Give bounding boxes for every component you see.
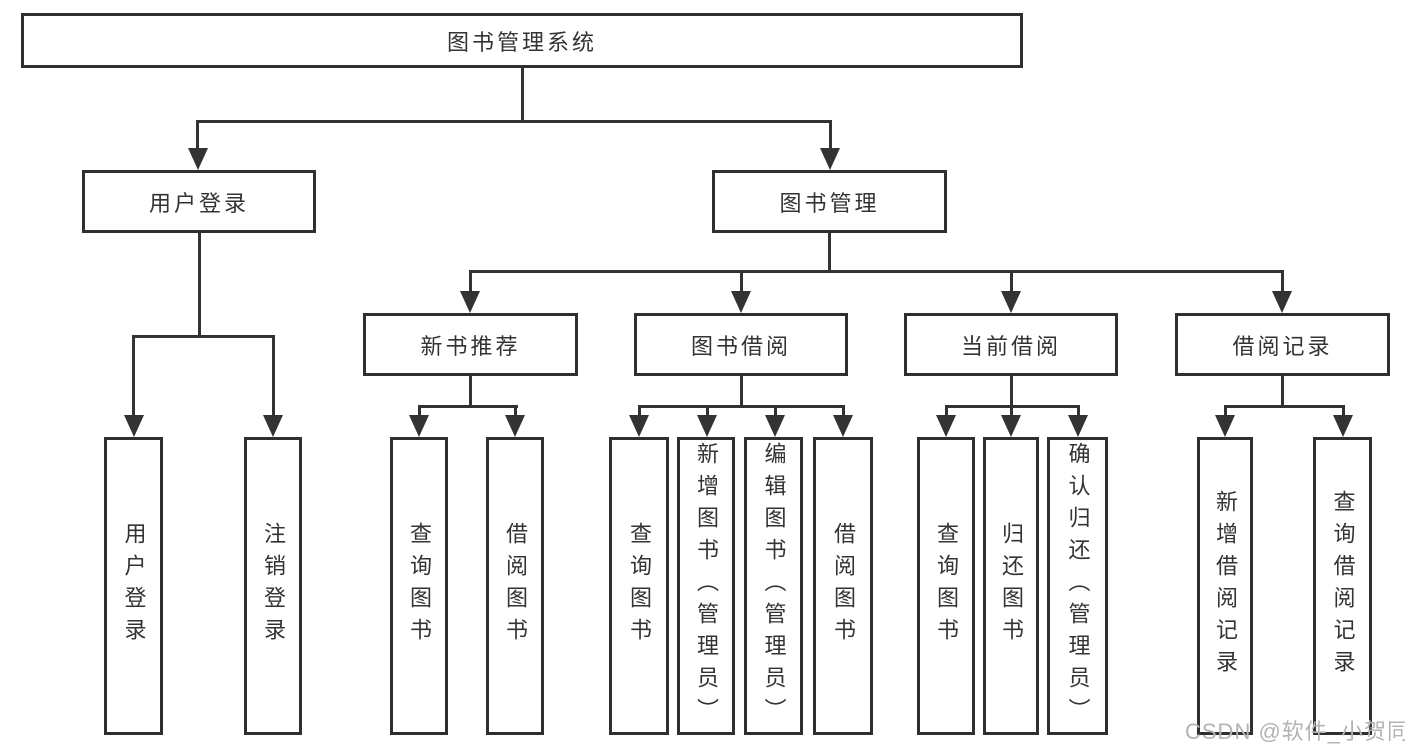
arrowhead-to-query-borrow-record xyxy=(1333,415,1353,437)
node-label: 新增借阅记录 xyxy=(1213,490,1238,682)
node-label: 确认归还（管理员） xyxy=(1065,442,1091,730)
node-label: 借阅图书 xyxy=(503,522,528,650)
node-leaf-borrow-books-1: 借阅图书 xyxy=(486,437,544,735)
node-leaf-edit-books-admin: 编辑图书（管理员） xyxy=(744,437,803,735)
connector-to-query-books-3 xyxy=(945,405,948,417)
arrowhead-to-borrow-books-1 xyxy=(505,415,525,437)
node-label: 图书管理系统 xyxy=(446,29,597,55)
connector-to-login-leaf xyxy=(132,335,135,417)
node-label: 用户登录 xyxy=(121,522,147,650)
connector-to-query-borrow-record xyxy=(1342,405,1345,417)
connector-to-user-login xyxy=(196,120,199,150)
node-book-management: 图书管理 xyxy=(712,170,947,233)
arrowhead-to-login-leaf xyxy=(124,415,144,437)
connector-to-borrow-books-1 xyxy=(514,405,517,417)
connector-to-logout-leaf xyxy=(272,335,275,417)
connector-book-management-trunk xyxy=(828,233,831,272)
node-label: 图书借阅 xyxy=(690,333,791,359)
connector-user-login-trunk xyxy=(198,233,201,337)
node-label: 编辑图书（管理员） xyxy=(761,442,787,730)
connector-book-borrow-bar xyxy=(638,405,845,408)
arrowhead-to-add-books xyxy=(697,415,717,437)
connector-to-confirm-return xyxy=(1077,405,1080,417)
node-label: 查询借阅记录 xyxy=(1330,490,1356,682)
connector-to-borrow-books-2 xyxy=(842,405,845,417)
arrowhead-to-current-borrow xyxy=(1001,291,1021,313)
node-leaf-return-books: 归还图书 xyxy=(983,437,1039,735)
connector-borrow-records-trunk xyxy=(1281,376,1284,407)
node-label: 查询图书 xyxy=(934,522,959,650)
node-label: 新增图书（管理员） xyxy=(694,442,719,730)
node-leaf-add-borrow-record: 新增借阅记录 xyxy=(1197,437,1253,735)
node-leaf-query-borrow-record: 查询借阅记录 xyxy=(1313,437,1372,735)
connector-to-add-borrow-record xyxy=(1224,405,1227,417)
arrowhead-to-add-borrow-record xyxy=(1215,415,1235,437)
node-leaf-logout: 注销登录 xyxy=(244,437,302,735)
connector-root-trunk xyxy=(521,68,524,120)
arrowhead-to-return-books xyxy=(1001,415,1021,437)
connector-borrow-records-bar xyxy=(1224,405,1345,408)
node-leaf-query-books-1: 查询图书 xyxy=(390,437,448,735)
node-leaf-add-books-admin: 新增图书（管理员） xyxy=(677,437,735,735)
connector-to-book-management xyxy=(829,120,832,150)
node-book-borrow: 图书借阅 xyxy=(634,313,848,376)
arrowhead-to-book-management xyxy=(820,148,840,170)
node-new-book-recommend: 新书推荐 xyxy=(363,313,578,376)
connector-new-book-recommend-bar xyxy=(418,405,518,408)
node-label: 借阅图书 xyxy=(831,522,856,650)
arrowhead-to-new-book-recommend xyxy=(460,291,480,313)
arrowhead-to-query-books-1 xyxy=(409,415,429,437)
node-leaf-confirm-return-admin: 确认归还（管理员） xyxy=(1047,437,1108,735)
arrowhead-to-confirm-return xyxy=(1068,415,1088,437)
connector-current-borrow-trunk xyxy=(1010,376,1013,407)
connector-book-borrow-trunk xyxy=(740,376,743,407)
arrowhead-to-query-books-2 xyxy=(629,415,649,437)
arrowhead-to-user-login xyxy=(188,148,208,170)
csdn-watermark: CSDN @软件_小贺同学 xyxy=(1185,719,1405,744)
connector-to-new-book-recommend xyxy=(469,270,472,293)
node-label: 用户登录 xyxy=(148,190,249,216)
connector-user-login-bar xyxy=(132,335,275,338)
node-leaf-query-books-2: 查询图书 xyxy=(609,437,669,735)
connector-to-query-books-2 xyxy=(638,405,641,417)
node-leaf-user-login: 用户登录 xyxy=(104,437,163,735)
node-leaf-borrow-books-2: 借阅图书 xyxy=(813,437,873,735)
connector-to-query-books-1 xyxy=(418,405,421,417)
node-label: 借阅记录 xyxy=(1232,333,1333,359)
node-label: 当前借阅 xyxy=(960,333,1061,359)
connector-to-edit-books xyxy=(774,405,777,417)
arrowhead-to-borrow-records xyxy=(1272,291,1292,313)
node-label: 查询图书 xyxy=(627,522,652,650)
arrowhead-to-query-books-3 xyxy=(936,415,956,437)
connector-to-borrow-records xyxy=(1281,270,1284,293)
connector-to-return-books xyxy=(1010,405,1013,417)
node-label: 图书管理 xyxy=(779,190,880,216)
node-label: 归还图书 xyxy=(999,522,1024,650)
arrowhead-to-borrow-books-2 xyxy=(833,415,853,437)
connector-to-add-books xyxy=(706,405,709,417)
arrowhead-to-edit-books xyxy=(765,415,785,437)
node-current-borrow: 当前借阅 xyxy=(904,313,1118,376)
node-label: 新书推荐 xyxy=(420,333,521,359)
connector-new-book-recommend-trunk xyxy=(469,376,472,407)
arrowhead-to-logout-leaf xyxy=(263,415,283,437)
connector-book-management-bar xyxy=(469,270,1283,273)
node-leaf-query-books-3: 查询图书 xyxy=(917,437,975,735)
connector-to-book-borrow xyxy=(740,270,743,293)
node-user-login: 用户登录 xyxy=(82,170,316,233)
arrowhead-to-book-borrow xyxy=(731,291,751,313)
node-label: 查询图书 xyxy=(407,522,432,650)
connector-root-bar xyxy=(196,120,832,123)
node-borrow-records: 借阅记录 xyxy=(1175,313,1390,376)
node-label: 注销登录 xyxy=(261,522,286,650)
node-library-management-system: 图书管理系统 xyxy=(21,13,1023,68)
connector-to-current-borrow xyxy=(1010,270,1013,293)
